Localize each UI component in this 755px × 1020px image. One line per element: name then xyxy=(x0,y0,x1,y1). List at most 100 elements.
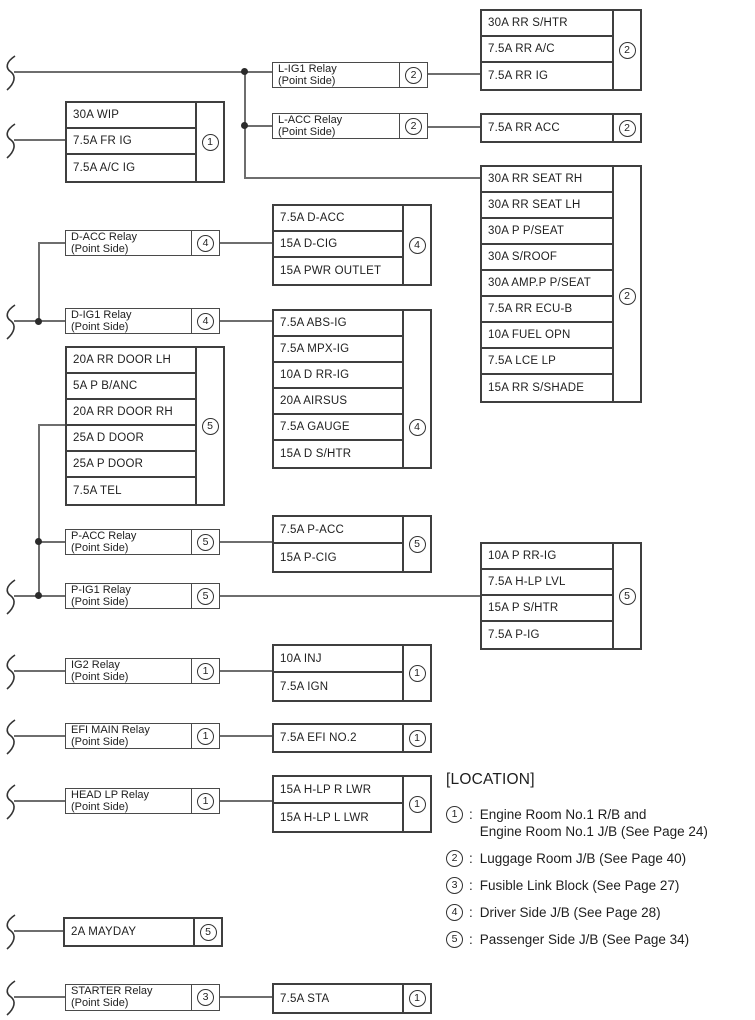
fuse-row: 15A RR S/SHADE xyxy=(488,382,585,394)
fuse-row: 20A RR DOOR RH xyxy=(67,400,195,426)
fuse-row: 30A RR SEAT RH xyxy=(482,167,612,193)
wire-segment xyxy=(38,424,65,426)
wire-segment xyxy=(245,125,272,127)
wire-segment xyxy=(245,177,480,179)
location-badge: 1 xyxy=(408,664,426,682)
wire-segment xyxy=(14,996,65,998)
legend-item: 1 : Engine Room No.1 R/B and Engine Room… xyxy=(446,806,754,840)
fuse-row: 7.5A P-ACC xyxy=(274,517,402,544)
location-badge: 2 xyxy=(618,119,636,137)
junction-dot xyxy=(241,68,248,75)
fuse-row: 10A P RR-IG xyxy=(482,544,612,570)
relay-side: (Point Side) xyxy=(71,541,129,554)
location-badge: 2 xyxy=(405,117,422,135)
fuse-row: 7.5A RR ECU-B xyxy=(482,297,612,323)
fuse-box-efi-no2: 7.5A EFI NO.2 1 xyxy=(272,723,432,753)
legend-text: Engine Room No.1 J/B (See Page 24) xyxy=(479,824,708,839)
legend-text: Fusible Link Block (See Page 27) xyxy=(479,878,680,893)
location-badge: 1 xyxy=(197,792,214,810)
relay-box-l-acc: L-ACC Relay(Point Side) 2 xyxy=(272,113,428,139)
relay-box-d-acc: D-ACC Relay(Point Side) 4 xyxy=(65,230,220,256)
legend-separator: : xyxy=(469,878,473,893)
relay-box-starter: STARTER Relay(Point Side) 3 xyxy=(65,984,220,1011)
fuse-row: 7.5A RR ACC xyxy=(488,122,560,134)
fuse-box-inj: 10A INJ 7.5A IGN 1 xyxy=(272,644,432,702)
location-badge: 4 xyxy=(446,904,463,921)
fuse-row: 30A RR S/HTR xyxy=(482,11,612,37)
junction-dot xyxy=(35,318,42,325)
wire-segment xyxy=(219,320,272,322)
wire-segment xyxy=(14,139,65,141)
fuse-row: 7.5A TEL xyxy=(73,485,122,497)
legend-text: Engine Room No.1 R/B and xyxy=(479,807,647,822)
legend-text: Luggage Room J/B (See Page 40) xyxy=(479,851,687,866)
fuse-row: 7.5A GAUGE xyxy=(274,415,402,441)
wire-segment xyxy=(14,800,65,802)
relay-name: IG2 Relay xyxy=(71,659,120,671)
fuse-row: 15A H-LP R LWR xyxy=(274,777,402,804)
fuse-row: 20A RR DOOR LH xyxy=(67,348,195,374)
fuse-row: 15A D-CIG xyxy=(274,232,402,258)
relay-name: D-IG1 Relay xyxy=(71,309,132,321)
fuse-box-passenger-acc: 7.5A P-ACC 15A P-CIG 5 xyxy=(272,515,432,573)
fuse-row: 25A P DOOR xyxy=(67,452,195,478)
wire-segment xyxy=(219,242,272,244)
fuse-row: 5A P B/ANC xyxy=(67,374,195,400)
relay-name: EFI MAIN Relay xyxy=(71,724,150,736)
relay-box-head-lp: HEAD LP Relay(Point Side) 1 xyxy=(65,788,220,814)
junction-dot xyxy=(35,538,42,545)
wire-segment xyxy=(219,670,272,672)
fuse-box-luggage-top: 30A RR S/HTR 7.5A RR A/C 7.5A RR IG 2 xyxy=(480,9,642,91)
location-badge: 3 xyxy=(446,877,463,894)
legend-separator: : xyxy=(469,851,473,866)
fuse-box-passenger-ig: 10A P RR-IG 7.5A H-LP LVL 15A P S/HTR 7.… xyxy=(480,542,642,650)
relay-side: (Point Side) xyxy=(71,996,129,1009)
location-badge: 4 xyxy=(408,419,426,436)
fuse-box-rr-acc: 7.5A RR ACC 2 xyxy=(480,113,642,143)
relay-box-efi-main: EFI MAIN Relay(Point Side) 1 xyxy=(65,723,220,749)
fuse-row: 7.5A RR A/C xyxy=(482,37,612,63)
relay-box-p-ig1: P-IG1 Relay(Point Side) 5 xyxy=(65,583,220,609)
fuse-row: 7.5A IGN xyxy=(280,680,329,693)
fuse-row: 7.5A EFI NO.2 xyxy=(280,732,357,744)
fuse-row: 7.5A STA xyxy=(280,992,330,1005)
legend-title: [LOCATION] xyxy=(446,771,535,788)
wire-segment xyxy=(14,735,65,737)
wire-break-icon xyxy=(6,719,16,755)
location-badge: 1 xyxy=(446,806,463,823)
location-legend: [LOCATION] 1 : Engine Room No.1 R/B and … xyxy=(446,770,754,958)
fuse-row: 7.5A A/C IG xyxy=(73,162,136,174)
wire-segment xyxy=(219,996,272,998)
location-badge: 1 xyxy=(408,795,426,813)
fuse-row: 10A INJ xyxy=(274,646,402,673)
fuse-box-luggage-main: 30A RR SEAT RH 30A RR SEAT LH 30A P P/SE… xyxy=(480,165,642,403)
legend-item: 4 : Driver Side J/B (See Page 28) xyxy=(446,904,754,921)
fuse-box-mayday: 2A MAYDAY 5 xyxy=(63,917,223,947)
wire-break-icon xyxy=(6,304,16,340)
fuse-box-engine-room-1: 30A WIP 7.5A FR IG 7.5A A/C IG 1 xyxy=(65,101,225,183)
legend-separator: : xyxy=(469,905,473,920)
location-badge: 1 xyxy=(408,990,426,1007)
relay-side: (Point Side) xyxy=(278,74,336,87)
junction-dot xyxy=(35,592,42,599)
fuse-box-driver-acc: 7.5A D-ACC 15A D-CIG 15A PWR OUTLET 4 xyxy=(272,204,432,286)
fuse-row: 7.5A FR IG xyxy=(67,129,195,155)
wire-break-icon xyxy=(6,55,16,91)
junction-dot xyxy=(241,122,248,129)
location-badge: 5 xyxy=(618,587,636,605)
fuse-row: 10A FUEL OPN xyxy=(482,323,612,349)
location-badge: 5 xyxy=(201,417,219,435)
location-badge: 2 xyxy=(618,41,636,59)
relay-name: HEAD LP Relay xyxy=(71,789,150,801)
wire-segment xyxy=(219,595,480,597)
location-badge: 5 xyxy=(197,533,214,551)
fuse-row: 30A AMP.P P/SEAT xyxy=(482,271,612,297)
fuse-row: 7.5A RR IG xyxy=(488,70,549,82)
fuse-row: 15A D S/HTR xyxy=(280,448,352,460)
relay-side: (Point Side) xyxy=(71,320,129,333)
wire-break-icon xyxy=(6,784,16,820)
wire-segment xyxy=(14,71,272,73)
relay-side: (Point Side) xyxy=(71,800,129,813)
relay-name: L-ACC Relay xyxy=(278,114,343,126)
relay-side: (Point Side) xyxy=(71,595,129,608)
